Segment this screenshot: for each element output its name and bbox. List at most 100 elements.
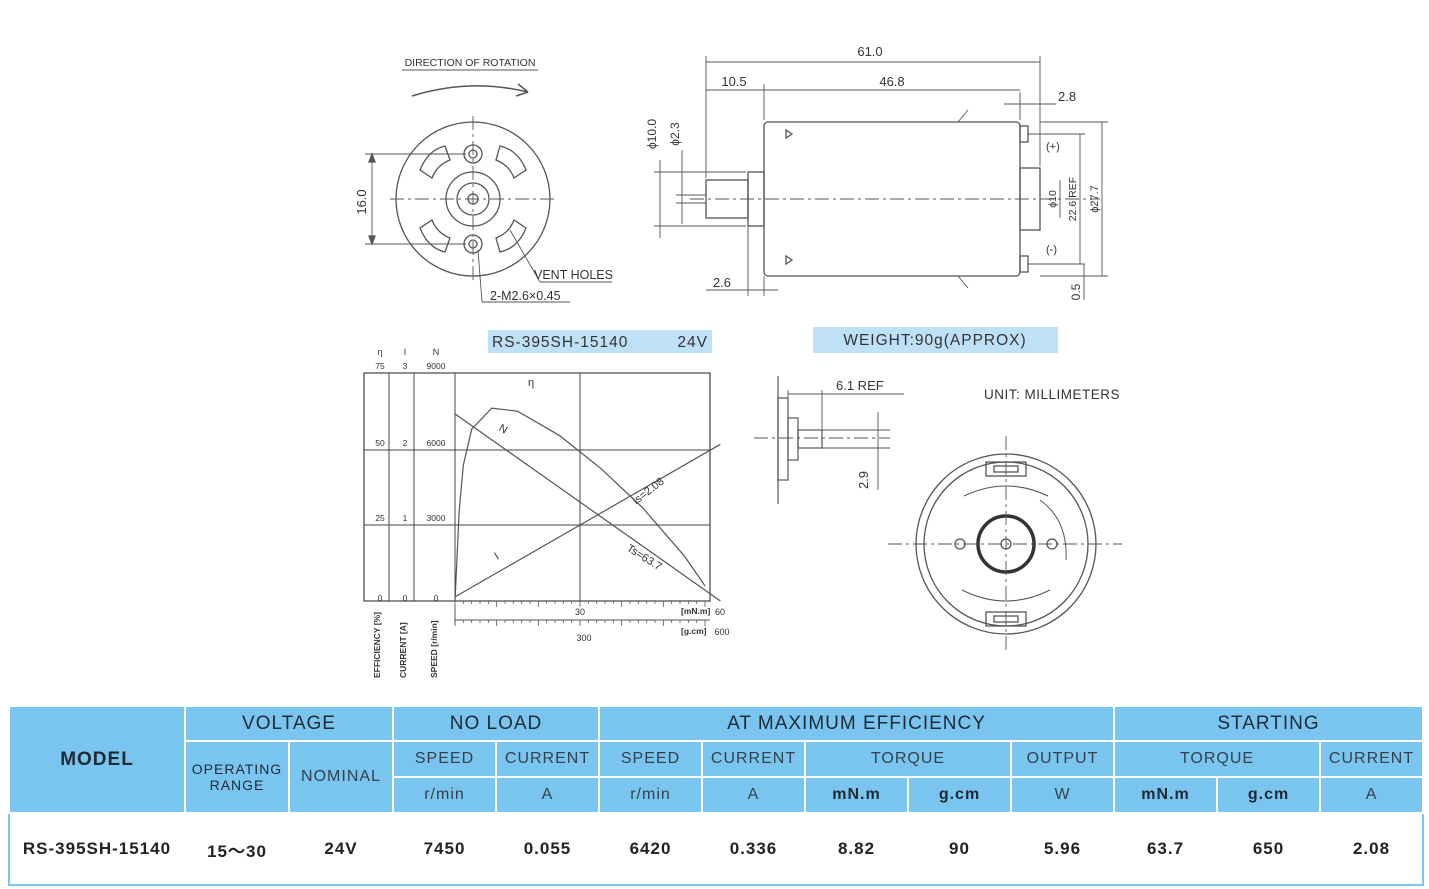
- unit-nl-current: A: [495, 776, 600, 814]
- chart-annotation-0: Is=2.08: [630, 476, 666, 508]
- series-line-η: [454, 407, 706, 602]
- dim-phi10-b: ϕ10: [1047, 190, 1059, 208]
- axis-tick-1-1: 1: [403, 513, 408, 523]
- screw-label: 2-M2.6×0.45: [490, 289, 561, 303]
- header-me-output: OUTPUT: [1009, 740, 1116, 778]
- header-me-current: CURRENT: [701, 740, 806, 778]
- model-box: [488, 330, 712, 353]
- header-st-current: CURRENT: [1319, 740, 1425, 778]
- unit-nl-speed: r/min: [392, 776, 497, 814]
- header-nl-speed: SPEED: [392, 740, 497, 778]
- x-unit-top: [mN.m]: [681, 606, 710, 616]
- side-view: 61.0 10.5 46.8 2.8 ϕ10.0 ϕ2.3 2.6 (+) (-…: [645, 44, 1108, 300]
- unit-me-torque-gcm: g.cm: [907, 776, 1012, 814]
- header-operating-range: OPERATING RANGE: [184, 740, 290, 814]
- axis-tick-2-1: 3000: [427, 513, 446, 523]
- cell-st-torque-gcm: 650: [1216, 812, 1322, 886]
- dim-phi2-3: ϕ2.3: [668, 122, 682, 146]
- vent-holes-label: VENT HOLES: [534, 268, 613, 282]
- dim-16: 16.0: [354, 189, 369, 214]
- cell-me-speed: 6420: [598, 812, 703, 886]
- axis-symbol-0: η: [377, 347, 382, 357]
- unit-me-output: W: [1009, 776, 1116, 814]
- dim-61: 61.0: [857, 44, 882, 59]
- rotation-arrow-icon: [411, 83, 529, 97]
- x-tick-top-30: 30: [575, 607, 585, 617]
- cell-nominal: 24V: [288, 812, 394, 886]
- axis-tick-1-3: 3: [403, 361, 408, 371]
- header-starting: STARTING: [1113, 705, 1425, 742]
- dim-10-5: 10.5: [721, 74, 746, 89]
- weight-box-text: WEIGHT:90g(APPROX): [843, 332, 1026, 349]
- cell-me-output: 5.96: [1009, 812, 1116, 886]
- x-tick-bottom-300: 300: [576, 633, 591, 643]
- cell-model: RS-395SH-15140: [8, 812, 186, 886]
- header-me-speed: SPEED: [598, 740, 703, 778]
- terminal-minus: (-): [1046, 244, 1057, 256]
- header-nl-current: CURRENT: [495, 740, 600, 778]
- voltage-box-text: 24V: [677, 334, 708, 351]
- axis-tick-0-3: 75: [375, 361, 385, 371]
- cell-me-torque-gcm: 90: [907, 812, 1012, 886]
- header-no-load: NO LOAD: [392, 705, 600, 742]
- unit-label: UNIT: MILLIMETERS: [984, 387, 1120, 402]
- header-voltage: VOLTAGE: [184, 705, 394, 742]
- rear-view: [888, 436, 1122, 652]
- dim-phi10: ϕ10.0: [645, 119, 659, 149]
- axis-title-current: CURRENT [A]: [398, 622, 408, 678]
- axis-tick-0-0: 0: [378, 593, 383, 603]
- dim-2-9: 2.9: [856, 471, 871, 489]
- axis-title-speed: SPEED [r/min]: [429, 620, 439, 678]
- cell-st-torque-mnm: 63.7: [1113, 812, 1219, 886]
- dim-2-8: 2.8: [1058, 89, 1076, 104]
- cell-st-current: 2.08: [1319, 812, 1425, 886]
- cell-operating-range: 15～30: [184, 812, 290, 886]
- axis-tick-1-0: 0: [403, 593, 408, 603]
- cell-me-current: 0.336: [701, 812, 806, 886]
- chart-annotation-4: η: [528, 377, 534, 389]
- header-st-torque: TORQUE: [1113, 740, 1322, 778]
- cell-me-torque-mnm: 8.82: [804, 812, 909, 886]
- unit-me-current: A: [701, 776, 806, 814]
- x-tick-top-60: 60: [715, 607, 725, 617]
- dim-46-8: 46.8: [879, 74, 904, 89]
- header-nominal: NOMINAL: [288, 740, 394, 814]
- table-row: RS-395SH-15140 15～30 24V 7450 0.055 6420…: [8, 812, 1425, 886]
- unit-st-torque-gcm: g.cm: [1216, 776, 1322, 814]
- dim-22-6: 22.6 REF: [1067, 177, 1079, 221]
- series-line-N: [454, 413, 721, 602]
- chart-annotation-2: N: [497, 422, 510, 436]
- header-max-efficiency: AT MAXIMUM EFFICIENCY: [597, 705, 1116, 742]
- dim-6-1: 6.1 REF: [836, 378, 884, 393]
- unit-me-speed: r/min: [598, 776, 703, 814]
- dim-0-5: 0.5: [1069, 283, 1083, 300]
- model-box-text: RS-395SH-15140: [492, 334, 628, 351]
- spec-table: MODEL VOLTAGE NO LOAD AT MAXIMUM EFFICIE…: [8, 705, 1425, 886]
- x-unit-bottom: [g.cm]: [681, 626, 707, 636]
- chart-annotation-3: I: [493, 551, 502, 563]
- terminal-plus: (+): [1046, 141, 1060, 153]
- dim-2-6: 2.6: [713, 275, 731, 290]
- series-line-I: [454, 443, 721, 598]
- axis-tick-2-0: 0: [434, 593, 439, 603]
- cell-nl-speed: 7450: [392, 812, 497, 886]
- unit-st-current: A: [1319, 776, 1425, 814]
- rotation-label: DIRECTION OF ROTATION: [405, 57, 536, 69]
- cell-nl-current: 0.055: [495, 812, 600, 886]
- header-me-torque: TORQUE: [804, 740, 1012, 778]
- axis-tick-2-2: 6000: [427, 438, 446, 448]
- unit-st-torque-mnm: mN.m: [1113, 776, 1219, 814]
- front-view: DIRECTION OF ROTATION 16.0 VENT HOLES 2-…: [354, 57, 613, 303]
- x-tick-bottom-600: 600: [714, 627, 729, 637]
- header-model: MODEL: [8, 705, 186, 814]
- dim-27-7: ϕ27.7: [1089, 185, 1101, 213]
- technical-drawing: DIRECTION OF ROTATION 16.0 VENT HOLES 2-…: [354, 44, 1122, 678]
- axis-symbol-2: N: [433, 347, 440, 357]
- axis-title-efficiency: EFFICIENCY [%]: [372, 612, 382, 678]
- axis-tick-1-2: 2: [403, 438, 408, 448]
- axis-tick-0-2: 50: [375, 438, 385, 448]
- axis-tick-2-3: 9000: [427, 361, 446, 371]
- axis-tick-0-1: 25: [375, 513, 385, 523]
- weight-box: [813, 327, 1058, 353]
